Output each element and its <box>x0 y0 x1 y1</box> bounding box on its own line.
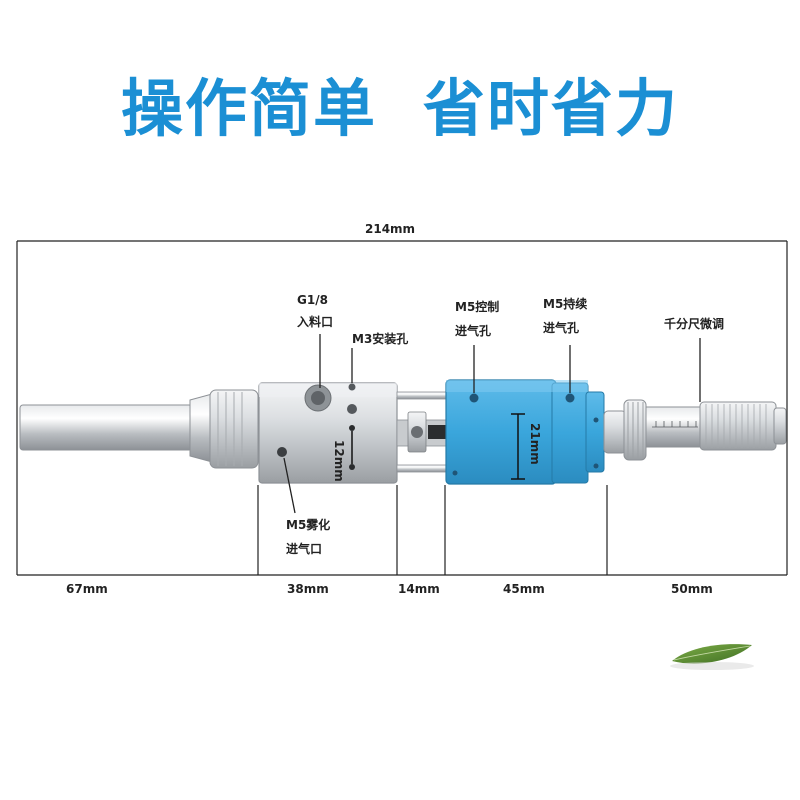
overall-length-label: 214mm <box>365 222 416 236</box>
nozzle-shaft <box>19 389 259 469</box>
atomize-callout-line1: M5雾化 <box>286 518 331 532</box>
sustain-callout-line2: 进气孔 <box>543 321 580 335</box>
micrometer-callout: 千分尺微调 <box>664 317 725 331</box>
seg3-length-label: 14mm <box>398 582 440 596</box>
micrometer <box>603 399 787 461</box>
mount-hole-callout: M3安装孔 <box>352 332 409 346</box>
m5-sustain-hole <box>565 393 575 403</box>
atomize-callout-line2: 进气口 <box>286 542 323 556</box>
blue-valve-block <box>445 379 605 485</box>
headline-right: 省时省力 <box>423 72 680 145</box>
body-height-label: 12mm <box>332 440 346 482</box>
control-callout-line1: M5控制 <box>455 300 500 314</box>
m3-mount-hole <box>348 383 356 391</box>
headline-left: 操作简单 <box>120 72 377 145</box>
blue-height-label: 21mm <box>528 423 542 465</box>
dimension-frame <box>16 240 788 576</box>
leader-lines <box>283 334 701 514</box>
headline: 操作简单省时省力 <box>0 58 800 148</box>
steel-body <box>258 382 398 484</box>
segment-dividers <box>257 485 608 575</box>
seg1-length-label: 67mm <box>66 582 108 596</box>
guide-rods <box>396 391 448 473</box>
inlet-callout-line2: 入料口 <box>297 315 334 329</box>
m5-control-hole <box>469 393 479 403</box>
m5-atomize-hole <box>277 447 287 457</box>
seg4-length-label: 45mm <box>503 582 545 596</box>
control-callout-line2: 进气孔 <box>455 324 492 338</box>
seg2-length-label: 38mm <box>287 582 329 596</box>
inlet-callout-line1: G1/8 <box>297 293 328 307</box>
sustain-callout-line1: M5持续 <box>543 297 588 311</box>
leaf-icon <box>670 644 754 670</box>
seg5-length-label: 50mm <box>671 582 713 596</box>
